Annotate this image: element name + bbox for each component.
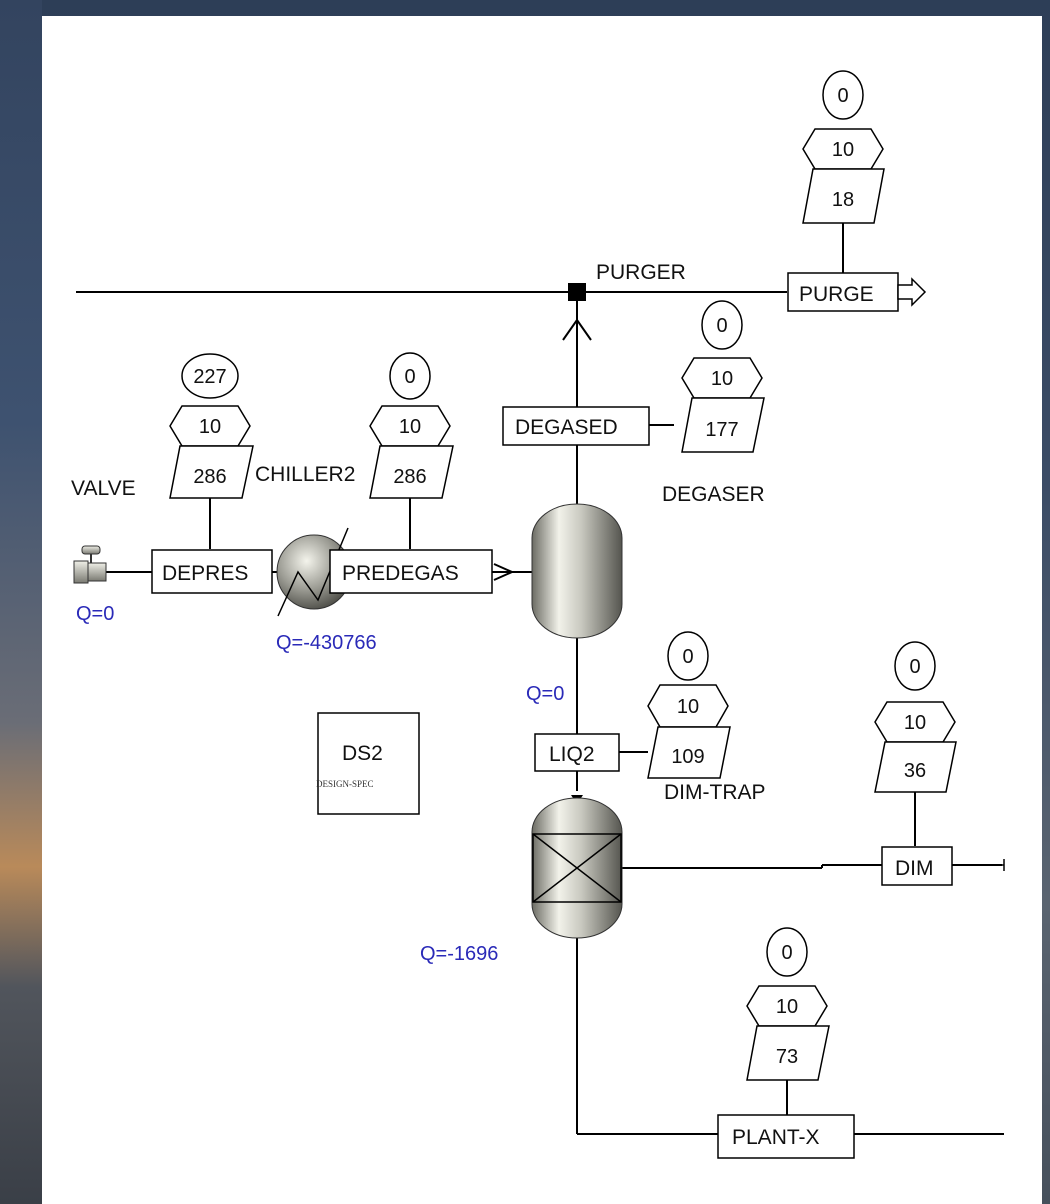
dim-pressure-value: 10: [904, 712, 926, 734]
depres-pressure-value: 10: [199, 416, 221, 438]
predegas-temperature-value: 0: [404, 366, 415, 388]
depres-stream-box[interactable]: [151, 549, 273, 594]
stream-lines: [76, 223, 1004, 1135]
product-arrow-icon: [897, 277, 927, 307]
stream-tag-liq2[interactable]: 0 10 109: [647, 631, 731, 779]
dim-trap-label: DIM-TRAP: [664, 781, 766, 804]
dim-stream-box[interactable]: [881, 846, 953, 886]
design-spec-name: DS2: [342, 742, 383, 765]
purge-temperature-value: 0: [837, 85, 848, 107]
dim-stream-label: DIM: [895, 857, 934, 880]
background-photo-strip: [0, 0, 42, 1204]
dim-product-arrow-icon: [1002, 859, 1005, 871]
chiller2-label: CHILLER2: [255, 463, 355, 486]
stream-tag-purge[interactable]: 0 10 18: [802, 70, 885, 224]
dim-temperature-value: 0: [909, 656, 920, 678]
purge-stream-box[interactable]: [787, 272, 899, 312]
degased-pressure-value: 10: [711, 368, 733, 390]
depres-temperature-value: 227: [193, 366, 226, 388]
degaser-label: DEGASER: [662, 483, 765, 506]
purger-splitter-block[interactable]: [568, 283, 586, 301]
predegas-stream-box[interactable]: [329, 549, 493, 594]
dim-flow-value: 36: [904, 760, 926, 782]
liq2-stream-box[interactable]: [534, 733, 620, 772]
predegas-stream-label: PREDEGAS: [342, 562, 459, 585]
process-flow-diagram: PURGER PURGE DEGASED DEPRES LIQ2 DIM PLA…: [71, 70, 1005, 1159]
purge-pressure-value: 10: [832, 139, 854, 161]
liq2-pressure-value: 10: [677, 696, 699, 718]
liq2-stream-label: LIQ2: [549, 743, 595, 766]
stream-tag-depres[interactable]: 227 10 286: [169, 353, 254, 499]
valve-block[interactable]: [73, 545, 107, 584]
degaser-flash-drum-block[interactable]: [531, 503, 623, 639]
plant-x-pressure-value: 10: [776, 996, 798, 1018]
depres-stream-label: DEPRES: [162, 562, 248, 585]
predegas-flow-value: 286: [393, 466, 426, 488]
stream-tag-plant-x[interactable]: 0 10 73: [746, 927, 830, 1081]
predegas-arrow-icon: [493, 563, 515, 581]
purge-flow-value: 18: [832, 189, 854, 211]
stream-tag-degased[interactable]: 0 10 177: [681, 300, 765, 453]
valve-heat-duty: Q=0: [76, 603, 114, 625]
degased-temperature-value: 0: [716, 315, 727, 337]
degased-stream-box[interactable]: [502, 406, 650, 446]
depres-flow-value: 286: [193, 466, 226, 488]
design-spec-type: DESIGN-SPEC: [316, 779, 374, 789]
stream-tag-dim[interactable]: 0 10 36: [874, 641, 957, 793]
plant-x-flow-value: 73: [776, 1046, 798, 1068]
degased-flow-value: 177: [705, 419, 738, 441]
purge-stream-label: PURGE: [799, 283, 874, 306]
degaser-heat-duty: Q=0: [526, 683, 564, 705]
dim-trap-reactor-block[interactable]: [531, 797, 623, 939]
liq2-temperature-value: 0: [682, 646, 693, 668]
purger-label: PURGER: [596, 261, 686, 284]
design-spec-block[interactable]: [317, 712, 420, 815]
degased-stream-label: DEGASED: [515, 416, 618, 439]
plant-x-stream-label: PLANT-X: [732, 1126, 820, 1149]
plant-x-stream-box[interactable]: [717, 1114, 855, 1159]
liq2-flow-value: 109: [671, 746, 704, 768]
plant-x-temperature-value: 0: [781, 942, 792, 964]
predegas-pressure-value: 10: [399, 416, 421, 438]
flowsheet-canvas[interactable]: PURGER PURGE DEGASED DEPRES LIQ2 DIM PLA…: [42, 16, 1042, 1204]
chiller2-heat-duty: Q=-430766: [276, 632, 377, 654]
dim-trap-heat-duty: Q=-1696: [420, 943, 498, 965]
valve-label: VALVE: [71, 477, 136, 500]
stream-tag-predegas[interactable]: 0 10 286: [369, 352, 454, 499]
